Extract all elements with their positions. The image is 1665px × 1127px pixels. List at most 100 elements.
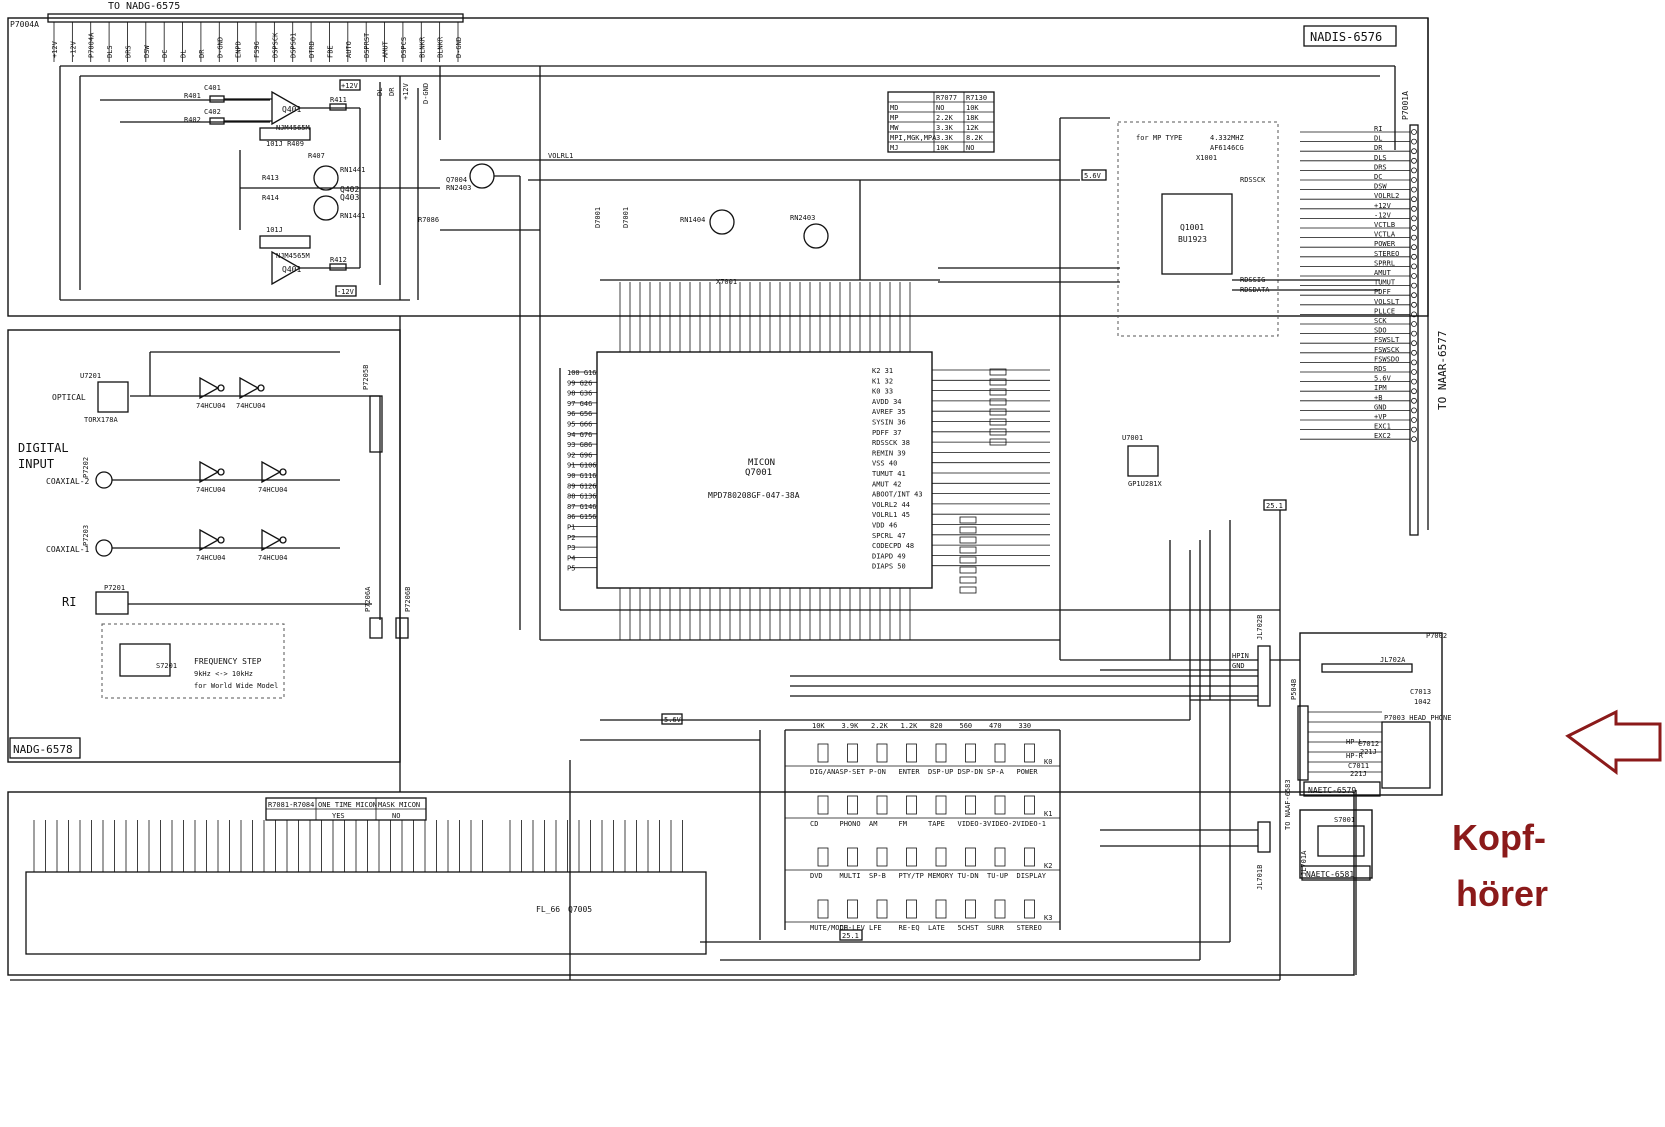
key-label: PTY/TP — [899, 872, 924, 880]
q401b-label: Q401 — [282, 265, 301, 274]
hp-cap: 221J — [1350, 770, 1367, 778]
plus12b-label: +12V — [402, 82, 410, 100]
p7202-label: P7202 — [82, 457, 90, 478]
option-table-cell: 3.3K — [936, 124, 954, 132]
key-switch — [876, 847, 888, 867]
micon-left-pin: 89 G126 — [567, 482, 597, 490]
jl702a-connector — [1321, 663, 1413, 673]
right-pin-label: DR — [1374, 144, 1383, 152]
key-switch — [847, 743, 858, 763]
option-table-cell: MW — [890, 124, 899, 132]
u7201-optical — [97, 381, 129, 413]
key-label: LFE — [869, 924, 882, 932]
bottom-board-outline — [7, 791, 1355, 976]
micon-right-pin: DIAPD 49 — [872, 552, 906, 560]
key-label: CH-LEV — [840, 924, 866, 932]
inverter-gate — [199, 528, 220, 552]
micon-left-pin: 97 G46 — [567, 400, 592, 408]
inverter-gate — [261, 528, 282, 552]
micon-left-pin: P4 — [567, 554, 575, 562]
key-label: PHONO — [840, 820, 861, 828]
fl-tube-pins — [33, 820, 683, 872]
micon-left-pin: 86 G156 — [567, 513, 597, 521]
micon-right-pin: VOLRL1 45 — [872, 511, 910, 519]
key-label: DIG/ANA — [810, 768, 840, 776]
micon-right-pin: ABOOT/INT 43 — [872, 491, 923, 499]
key-label: LATE — [928, 924, 945, 932]
top-pin-label: DC — [161, 50, 169, 58]
right-pin-label: SDO — [1374, 327, 1387, 335]
option-table-cell: 10K — [966, 104, 979, 112]
rn1404-label: RN1404 — [680, 216, 705, 224]
plus12-tag: +12V — [341, 82, 359, 90]
micon-left-pin: 93 G86 — [567, 441, 592, 449]
micon-right-pin: VSS 40 — [872, 460, 897, 468]
p7004a-connector-body — [47, 13, 464, 23]
coaxial2-label: COAXIAL-2 — [46, 477, 90, 486]
hp-net-label: GND — [1232, 662, 1245, 670]
inverter-gate — [199, 376, 220, 400]
digital-board-name: NADG-6578 — [13, 743, 73, 756]
right-pin-label: +B — [1374, 394, 1382, 402]
d7002-label: D7001 — [594, 207, 602, 228]
xtal-ref: X1001 — [1196, 154, 1217, 162]
micon-right-pin: K2 31 — [872, 367, 893, 375]
micon-left-pin: 88 G136 — [567, 493, 597, 501]
rn2403-label: RN2403 — [790, 214, 815, 222]
micon-right-pin: VDD 46 — [872, 522, 897, 530]
micon-table-value: YES — [332, 812, 345, 820]
right-pin-label: DC — [1374, 173, 1382, 181]
inverter-part: 74HCU04 — [258, 554, 288, 562]
p7205b-connector — [369, 395, 383, 453]
v25-tag-bottom: 25.1 — [842, 932, 859, 940]
jl701a-label: JL701A — [1300, 850, 1308, 876]
right-pin-label: DLS — [1374, 154, 1387, 162]
option-table-cell: MP — [890, 114, 898, 122]
key-switch — [1024, 899, 1035, 919]
top-pin-label: DSW — [143, 45, 151, 58]
right-pin-label: DRS — [1374, 163, 1387, 171]
right-pin-label: FSWSLT — [1374, 336, 1400, 344]
micon-top-pins — [619, 282, 911, 352]
ko-label: K3 — [1044, 914, 1052, 922]
micon-left-pin: 90 G116 — [567, 472, 597, 480]
right-connector-pins: RIDLDRDLSDRSDCDSWVOLRL2+12V-12VVCTLBVCTL… — [1300, 125, 1417, 443]
right-pin-label: VCTLB — [1374, 221, 1395, 229]
top-pin-label: +12V — [51, 40, 59, 58]
key-label: SP-SET — [840, 768, 866, 776]
option-table-cell: 3.3K — [936, 134, 954, 142]
right-pin-label: SPRRL — [1374, 259, 1395, 267]
q402-transistor — [313, 165, 339, 191]
c401: C401 — [204, 84, 221, 92]
top-pin-label: BLNKR — [418, 36, 426, 58]
option-table-cell: NO — [966, 144, 974, 152]
micon-left-pin: 99 G26 — [567, 379, 592, 387]
micon-table-header: ONE TIME MICON — [318, 801, 377, 809]
right-pin-label: EXC2 — [1374, 432, 1391, 440]
key-switch — [906, 899, 917, 919]
hp-cap: C7013 — [1410, 688, 1431, 696]
right-pin-label: +12V — [1374, 202, 1392, 210]
fl-tube-ref: Q7005 — [568, 905, 592, 914]
key-label: SP-A — [987, 768, 1005, 776]
p7206b-connector — [395, 617, 409, 639]
key-switch — [817, 743, 829, 763]
micon-label: MICON — [748, 458, 775, 468]
ko-label: K2 — [1044, 862, 1052, 870]
top-pin-label: -12V — [69, 40, 77, 58]
key-label: RE-EQ — [899, 924, 920, 932]
key-label: STEREO — [1017, 924, 1042, 932]
micon-right-pin: DIAPS 50 — [872, 563, 906, 571]
hp-l-label: HP-L — [1346, 738, 1363, 746]
key-label: DSP-UP — [928, 768, 953, 776]
p7205b-label: P7205B — [362, 365, 370, 390]
inverter-part: 74HCU04 — [196, 554, 226, 562]
v56-tag-top: 5.6V — [1084, 172, 1102, 180]
right-pin-label: FSWSCK — [1374, 346, 1400, 354]
right-pin-label: EXC1 — [1374, 423, 1391, 431]
optical-label: OPTICAL — [52, 393, 86, 402]
right-pin-label: -12V — [1374, 211, 1392, 219]
